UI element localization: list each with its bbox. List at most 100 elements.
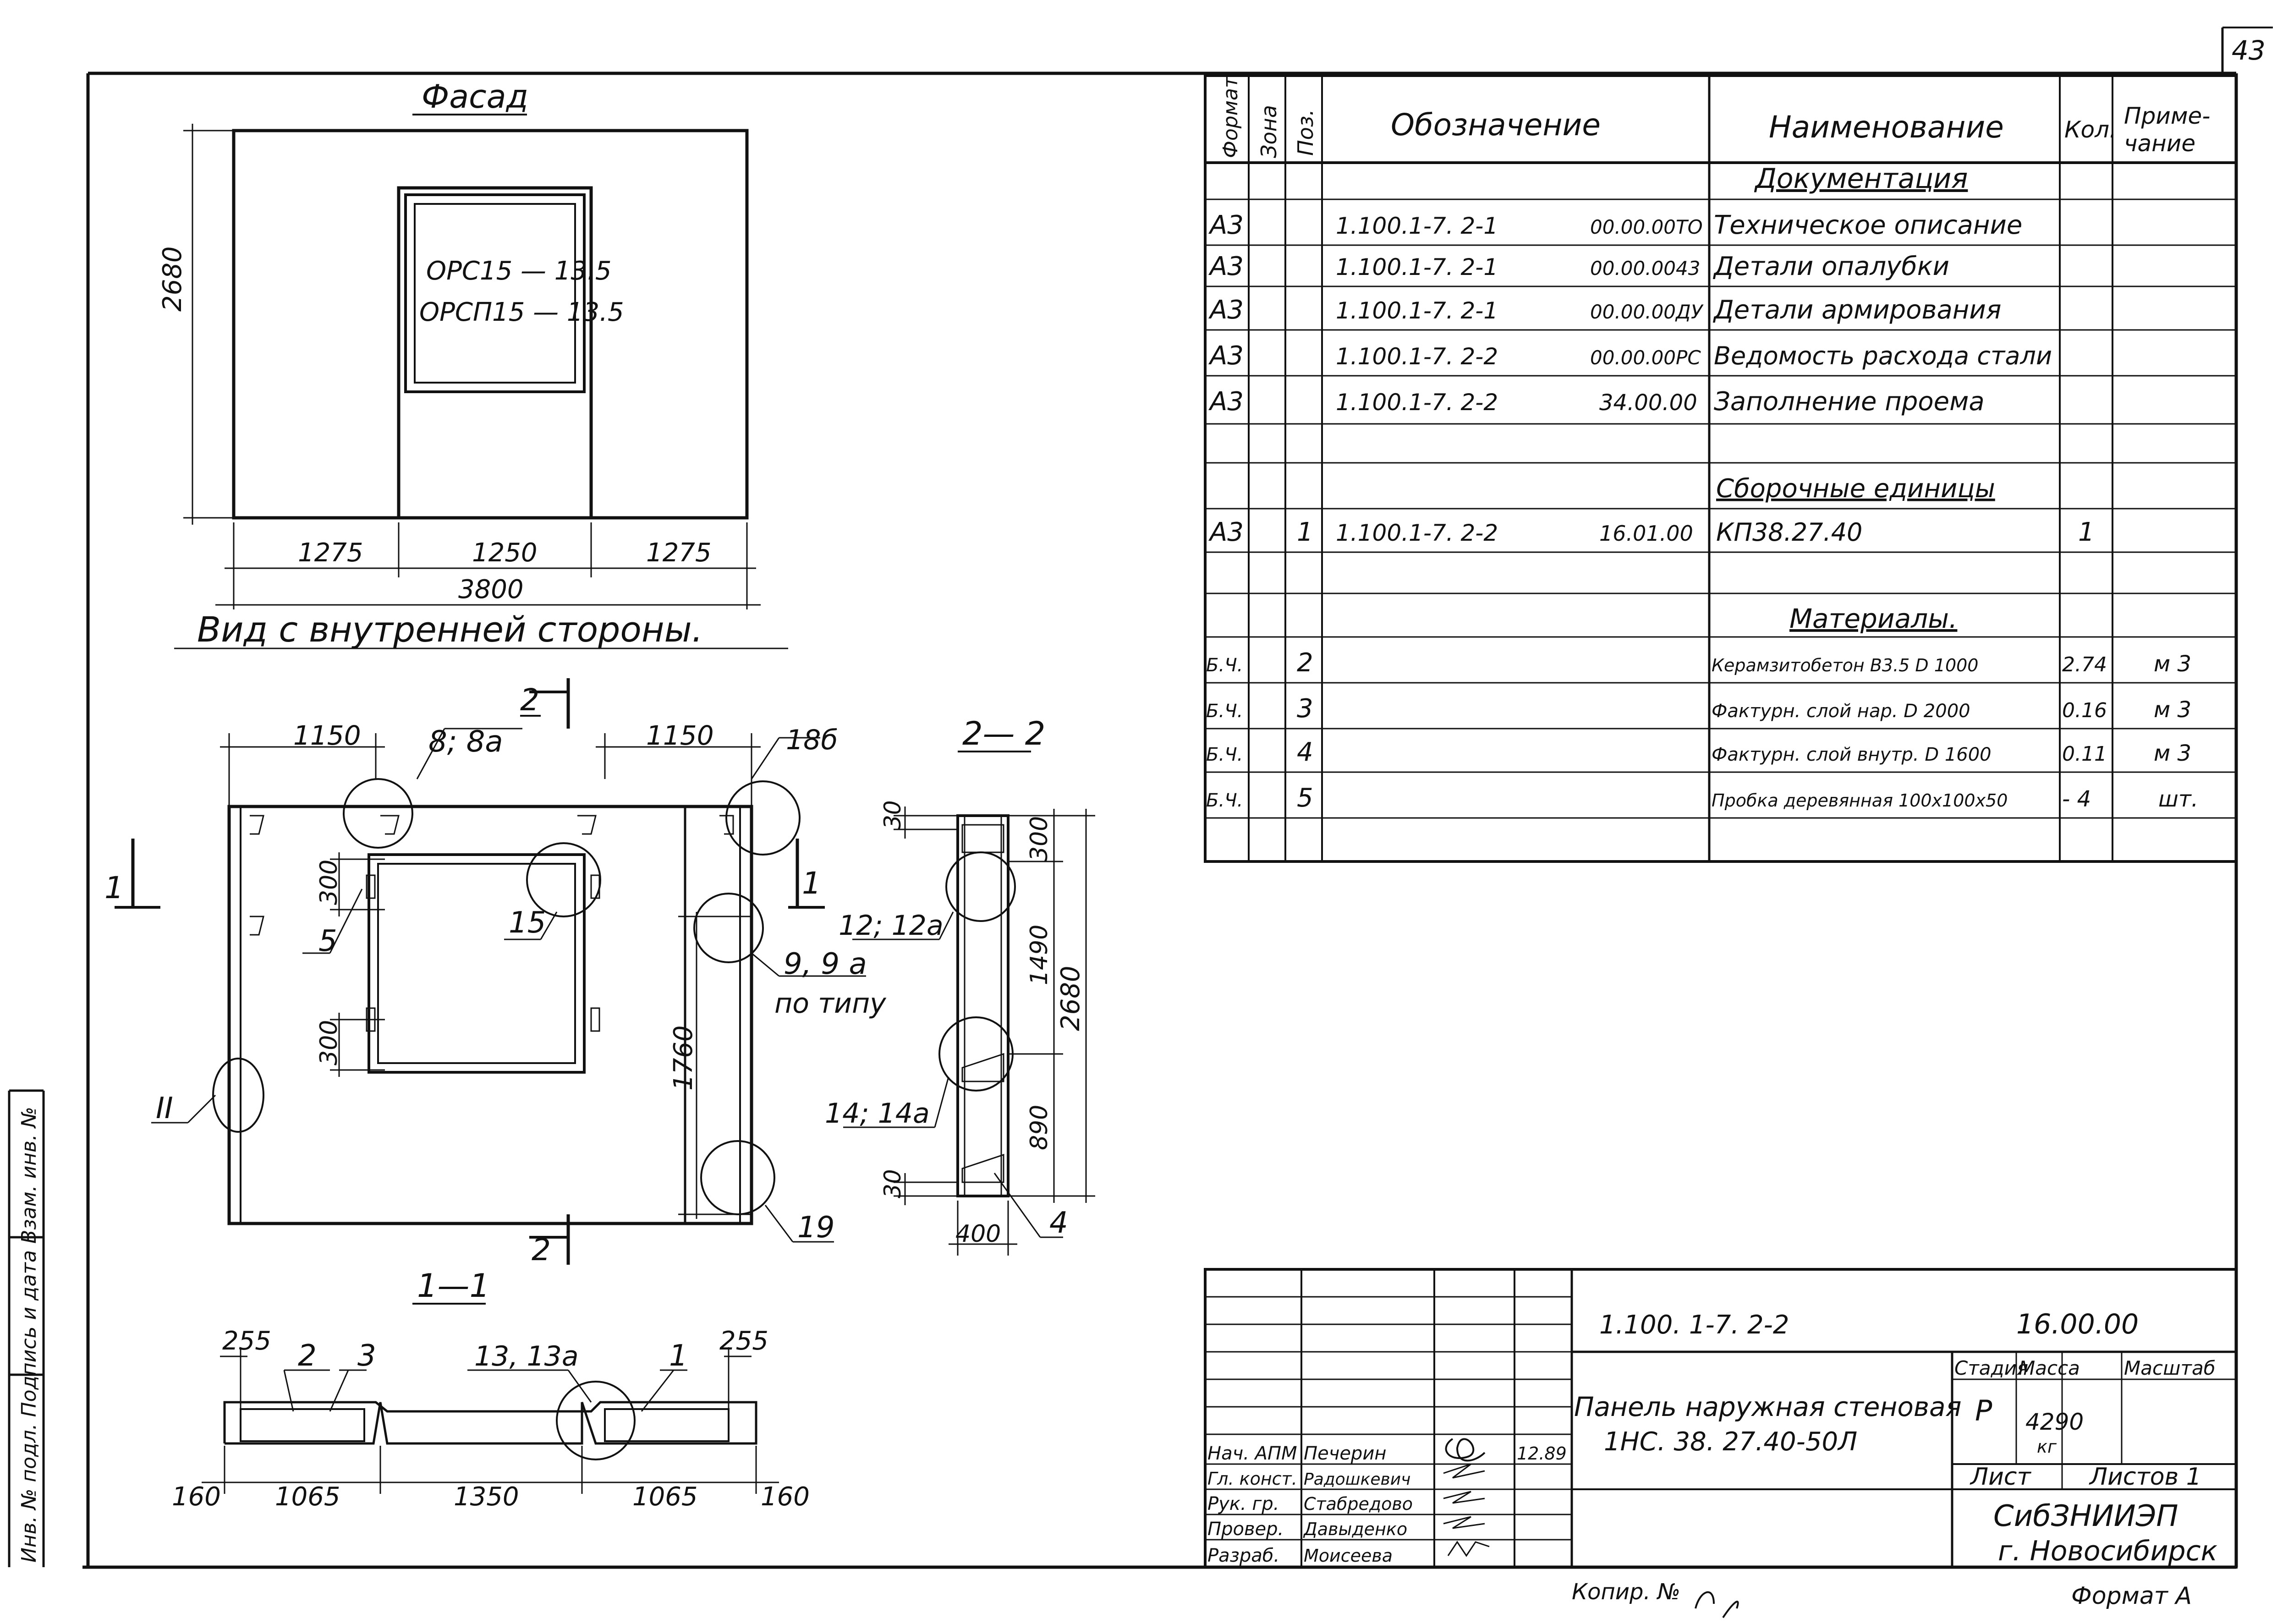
tb-mass: 4290 <box>2025 1409 2084 1435</box>
callout-8: 8; 8а <box>428 725 503 759</box>
mat3-qty: 0.11 <box>2062 742 2107 766</box>
sec11-dim-255-left: 255 <box>222 1326 271 1356</box>
tb-name-1: Печерин <box>1304 1443 1386 1464</box>
mat3-format: Б.Ч. <box>1206 744 1243 765</box>
doc2-format: А3 <box>1208 252 1244 281</box>
inner-dim-300-bottom: 300 <box>315 1020 343 1065</box>
col-note-line: чание <box>2124 130 2195 157</box>
tb-sheets-header: Листов 1 <box>2089 1463 2201 1491</box>
mat3-unit: м 3 <box>2154 741 2191 766</box>
doc5-des: 1.100.1-7. 2-2 <box>1336 389 1498 416</box>
facade-window-label-1: ОРС15 — 13.5 <box>426 256 612 286</box>
unit-format: А3 <box>1208 517 1244 547</box>
callout-18: 18б <box>786 724 838 756</box>
tb-role-3: Рук. гр. <box>1207 1493 1279 1514</box>
sec22-dim-1490: 1490 <box>1026 925 1053 985</box>
sec22-dim-400: 400 <box>955 1220 1001 1248</box>
mat2-qty: 0.16 <box>2062 699 2107 722</box>
side-stamp <box>8 1089 45 1567</box>
doc2-name: Детали опалубки <box>1712 252 1949 281</box>
doc3-format: А3 <box>1208 295 1244 325</box>
sec11-callout-13: 13, 13а <box>474 1340 579 1372</box>
sec22-dim-2680: 2680 <box>1056 966 1086 1031</box>
tb-name-5: Моисеева <box>1304 1546 1393 1566</box>
mat1-qty: 2.74 <box>2062 653 2107 676</box>
unit-pos: 1 <box>1297 517 1313 547</box>
sec11-callout-2: 2 <box>298 1339 317 1373</box>
section-1-1-title: 1—1 <box>417 1267 490 1305</box>
col-name: Наименование <box>1769 110 2004 145</box>
sec11-dim-1065-left: 1065 <box>275 1482 340 1512</box>
col-note: Приме-чание <box>2124 103 2210 157</box>
doc5-name: Заполнение проема <box>1714 387 1985 417</box>
callout-5: 5 <box>318 924 337 958</box>
tb-name-4: Давыденко <box>1303 1519 1407 1539</box>
section-2-2 <box>843 807 1095 1256</box>
inner-dim-left: 1150 <box>293 720 361 751</box>
spec-table <box>1204 74 2238 863</box>
mat4-unit: шт. <box>2158 786 2198 812</box>
doc1-code: 00.00.00ТО <box>1590 216 1703 238</box>
inner-dim-300-top: 300 <box>315 860 343 905</box>
sec22-dim-30-top: 30 <box>879 800 906 829</box>
callout-9: 9, 9 а <box>784 947 867 981</box>
doc2-des: 1.100.1-7. 2-1 <box>1336 254 1498 280</box>
tb-designation: 1.100. 1-7. 2-2 <box>1599 1310 1789 1340</box>
facade-total-width: 3800 <box>458 575 524 604</box>
section-mark-1-right: 1 <box>802 866 821 901</box>
doc5-format: А3 <box>1208 387 1244 417</box>
section-1-1 <box>202 1347 779 1494</box>
doc4-format: А3 <box>1208 341 1244 371</box>
mat1-name: Керамзитобетон В3.5 D 1000 <box>1712 655 1978 675</box>
sec22-callout-4: 4 <box>1049 1206 1068 1240</box>
unit-code: 16.01.00 <box>1599 521 1693 546</box>
section-units: Сборочные единицы <box>1716 474 1995 504</box>
mat2-format: Б.Ч. <box>1206 701 1243 722</box>
facade-dim-2: 1250 <box>472 538 538 568</box>
tb-org-1: СибЗНИИЭП <box>1993 1499 2178 1533</box>
unit-qty: 1 <box>2078 517 2095 547</box>
mat1-pos: 2 <box>1297 648 1313 678</box>
tb-title-1: Панель наружная стеновая <box>1574 1391 1961 1422</box>
mat4-name: Пробка деревянная 100х100х50 <box>1712 790 2008 811</box>
mat3-pos: 4 <box>1297 737 1313 767</box>
doc1-format: А3 <box>1208 210 1244 240</box>
col-designation: Обозначение <box>1391 107 1601 143</box>
callout-9-note: по типу <box>774 988 887 1020</box>
tb-mass-unit: кг <box>2037 1437 2057 1457</box>
sec11-callout-1: 1 <box>669 1339 688 1373</box>
tb-role-1: Нач. АПМ <box>1207 1443 1297 1464</box>
inner-view-title: Вид с внутренней стороны. <box>197 609 703 650</box>
unit-des: 1.100.1-7. 2-2 <box>1336 520 1498 546</box>
section-mark-1-left: 1 <box>104 870 124 905</box>
section-materials: Материалы. <box>1789 603 1957 634</box>
facade-view <box>174 124 788 649</box>
sec11-dim-160-right: 160 <box>761 1482 810 1512</box>
tb-org-2: г. Новосибирск <box>1998 1535 2217 1567</box>
tb-scale-header: Масштаб <box>2124 1357 2216 1379</box>
tb-role-2: Гл. конст. <box>1207 1469 1297 1489</box>
sheet-number: 43 <box>2232 35 2266 66</box>
doc1-des: 1.100.1-7. 2-1 <box>1336 213 1498 239</box>
facade-height-dim: 2680 <box>158 246 187 312</box>
doc1-name: Техническое описание <box>1714 210 2022 240</box>
facade-dim-1: 1275 <box>298 538 363 568</box>
sec22-dim-30-bottom: 30 <box>879 1169 906 1198</box>
facade-window-label-2: ОРСП15 — 13.5 <box>419 297 624 327</box>
tb-name-3: Стабредово <box>1304 1494 1413 1514</box>
section-2-2-title: 2— 2 <box>962 715 1045 752</box>
col-format: Формат <box>1219 76 1242 158</box>
sec11-dim-255-right: 255 <box>719 1326 768 1356</box>
doc2-code: 00.00.0043 <box>1590 257 1700 280</box>
sec11-dim-160-left: 160 <box>172 1482 221 1512</box>
doc4-name: Ведомость расхода стали <box>1714 341 2052 370</box>
footer-copy: Копир. № <box>1572 1579 1680 1605</box>
col-qty: Кол. <box>2064 116 2117 143</box>
tb-code: 16.00.00 <box>2016 1308 2139 1340</box>
section-docs: Документация <box>1754 163 1968 195</box>
callout-II: II <box>156 1092 173 1125</box>
doc3-code: 00.00.00ДУ <box>1590 301 1704 323</box>
doc3-name: Детали армирования <box>1712 295 2001 325</box>
